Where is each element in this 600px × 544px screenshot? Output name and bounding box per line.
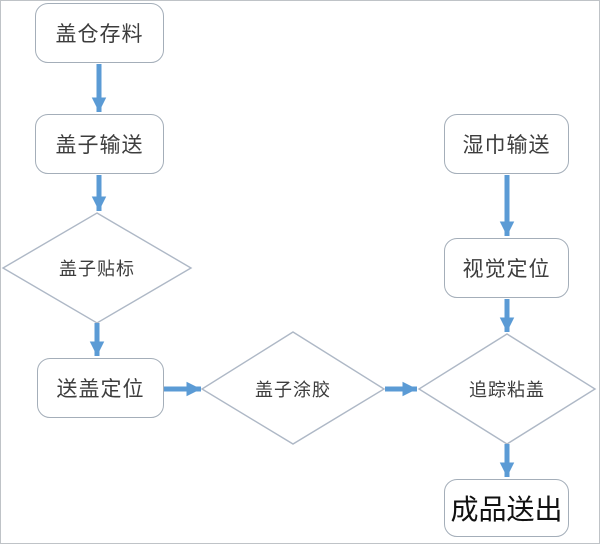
decision-cap-gluing-label: 盖子涂胶 bbox=[255, 380, 331, 400]
decision-cap-gluing-shape bbox=[200, 331, 386, 445]
decision-tracking-capping-label: 追踪粘盖 bbox=[469, 380, 545, 400]
process-cap-positioning-label: 送盖定位 bbox=[56, 378, 145, 401]
process-wipes-feed-label: 湿巾输送 bbox=[462, 134, 551, 157]
process-cap-storage-label: 盖仓存料 bbox=[55, 23, 144, 46]
process-vision-positioning: 视觉定位 bbox=[444, 238, 569, 298]
process-cap-storage: 盖仓存料 bbox=[35, 3, 164, 63]
process-product-output-label: 成品送出 bbox=[450, 493, 563, 526]
process-product-output: 成品送出 bbox=[444, 479, 569, 537]
process-cap-feed: 盖子输送 bbox=[35, 114, 164, 174]
process-cap-positioning: 送盖定位 bbox=[37, 358, 164, 418]
process-wipes-feed: 湿巾输送 bbox=[444, 114, 569, 174]
decision-cap-labeling-label: 盖子贴标 bbox=[59, 259, 135, 279]
process-vision-positioning-label: 视觉定位 bbox=[462, 258, 551, 281]
process-cap-feed-label: 盖子输送 bbox=[55, 134, 144, 157]
